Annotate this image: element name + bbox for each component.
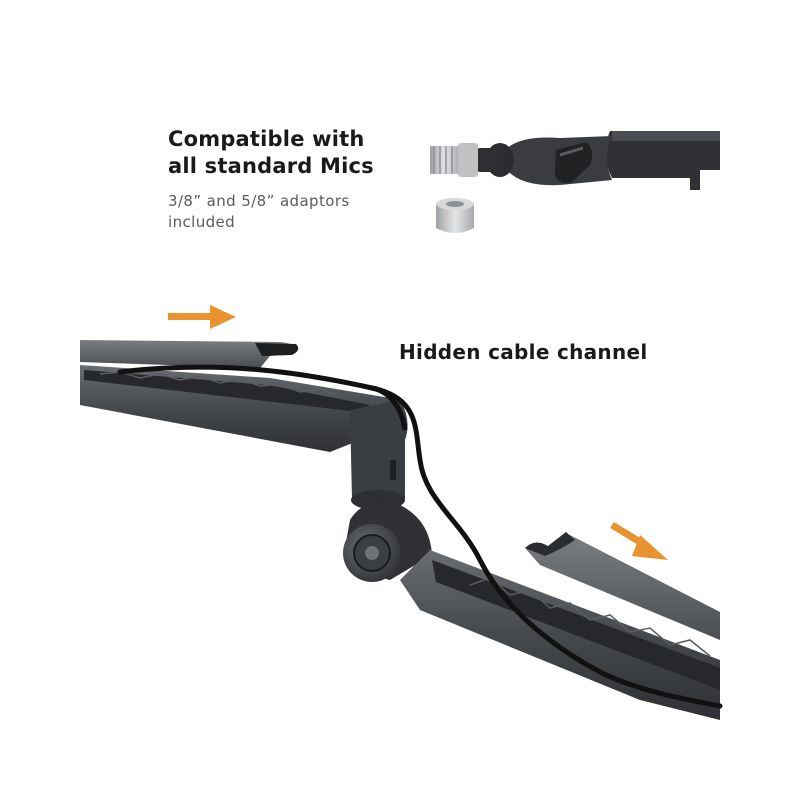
joint-image [343, 400, 432, 582]
mic-adaptor-image [430, 131, 720, 233]
cable-channel-heading: Hidden cable channel [399, 340, 648, 364]
upper-arm-image [80, 340, 405, 452]
cable-image [117, 364, 723, 709]
arrow-down-right-icon [610, 522, 668, 560]
adaptor-note-line2: included [168, 213, 236, 231]
lower-arm-image [400, 532, 720, 720]
arrow-right-icon [168, 305, 236, 329]
mic-heading-line1: Compatible with [168, 127, 365, 151]
mic-heading-line2: all standard Mics [168, 154, 374, 178]
mic-compatibility-heading: Compatible with all standard Mics [168, 126, 374, 180]
adaptor-note: 3/8” and 5/8” adaptors included [168, 191, 350, 233]
adaptor-note-line1: 3/8” and 5/8” adaptors [168, 192, 350, 210]
